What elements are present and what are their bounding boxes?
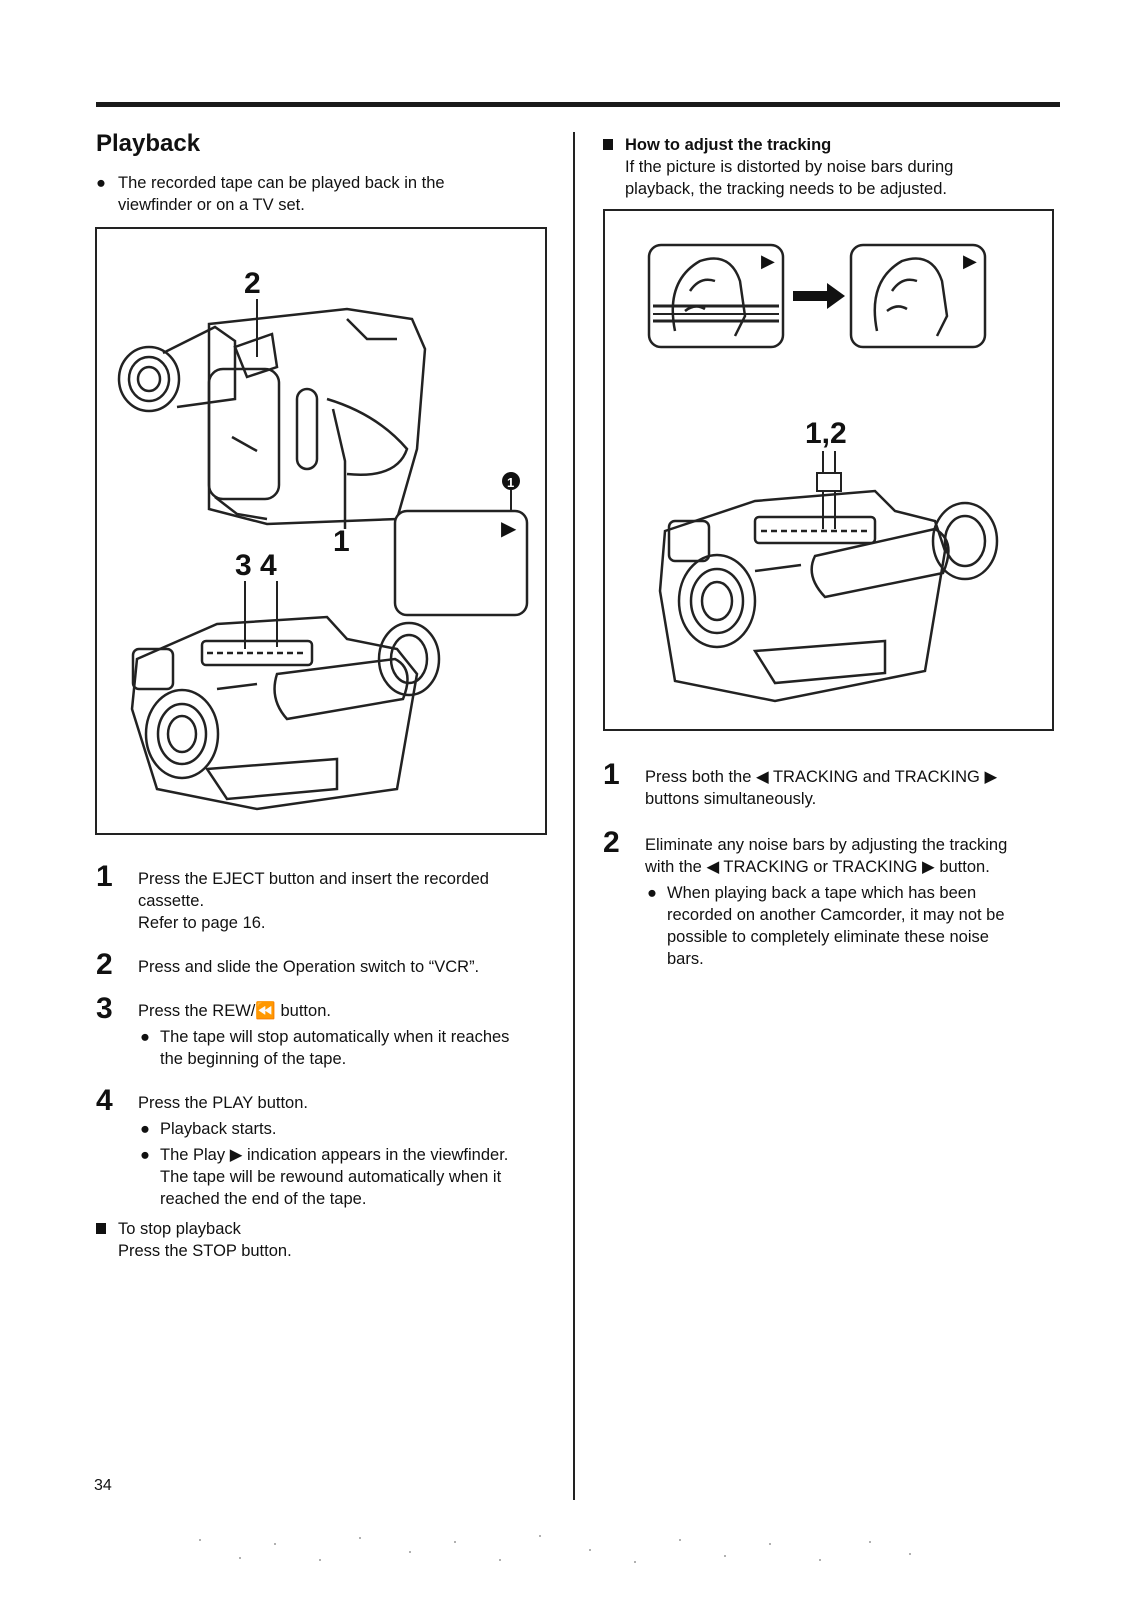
intro-line: viewfinder or on a TV set.	[118, 196, 305, 214]
screen-b-play-indicator: ▶	[963, 251, 977, 271]
step-body: Press the REW/⏪ button. ● The tape will …	[138, 1000, 558, 1070]
label-3-4: 3 4	[235, 549, 277, 582]
step-line: Eliminate any noise bars by adjusting th…	[645, 836, 1008, 854]
step-sub-bullet: ● Playback starts.	[138, 1118, 558, 1140]
square-bullet-icon	[96, 1223, 106, 1234]
sub-line: The Play ▶ indication appears in the vie…	[160, 1146, 509, 1164]
sub-line: The tape will stop automatically when it…	[160, 1028, 510, 1046]
page-title: Playback	[96, 130, 201, 157]
sub-line: the beginning of the tape.	[160, 1050, 347, 1068]
column-divider	[573, 132, 575, 1500]
step-line: Press the EJECT button and insert the re…	[138, 870, 489, 888]
step-number: 2	[96, 948, 113, 981]
tracking-intro-line: If the picture is distorted by noise bar…	[625, 158, 954, 176]
step-sub-bullet: ● The Play ▶ indication appears in the v…	[138, 1144, 558, 1210]
noisy-screen	[647, 243, 785, 349]
step-body: Press the EJECT button and insert the re…	[138, 868, 558, 934]
camcorder-drawing: 2 1 1 ▶ 3 4	[117, 267, 529, 811]
step-line: with the ◀ TRACKING or TRACKING ▶ button…	[645, 858, 990, 876]
viewfinder-screen	[393, 509, 529, 617]
label-1-2: 1,2	[805, 417, 847, 450]
sub-line: Playback starts.	[160, 1120, 277, 1138]
stop-heading: To stop playback	[118, 1220, 241, 1238]
clean-screen	[849, 243, 987, 349]
square-bullet-icon	[603, 139, 613, 150]
sub-line: reached the end of the tape.	[160, 1190, 367, 1208]
bullet-icon: ●	[140, 1120, 150, 1138]
step-line: Press the PLAY button.	[138, 1094, 308, 1112]
step-sub-bullet: ● When playing back a tape which has bee…	[645, 882, 1065, 970]
sub-line: recorded on another Camcorder, it may no…	[667, 906, 1005, 924]
step-line: Press the REW/⏪ button.	[138, 1002, 331, 1020]
step-body: Press the PLAY button. ● Playback starts…	[138, 1092, 558, 1210]
step-line: Press and slide the Operation switch to …	[138, 958, 480, 976]
camcorder-front-view	[130, 615, 441, 811]
playback-illustration: 2 1 1 ▶ 3 4	[95, 227, 547, 835]
scan-noise	[199, 1535, 911, 1563]
camcorder-side-view	[117, 307, 427, 529]
page-number: 34	[94, 1477, 112, 1494]
step-number: 3	[96, 992, 113, 1025]
step-number: 4	[96, 1084, 113, 1117]
sub-line: bars.	[667, 950, 704, 968]
label-2: 2	[244, 267, 261, 300]
step-number: 1	[603, 758, 620, 791]
sub-line: possible to completely eliminate these n…	[667, 928, 989, 946]
bullet-icon: ●	[647, 884, 657, 902]
step-body: Press and slide the Operation switch to …	[138, 956, 558, 978]
sub-line: When playing back a tape which has been	[667, 884, 977, 902]
tracking-section-header: How to adjust the tracking If the pictur…	[603, 134, 1053, 200]
step-number: 2	[603, 826, 620, 859]
step-line: buttons simultaneously.	[645, 790, 817, 808]
stop-playback-section: To stop playback Press the STOP button.	[96, 1218, 556, 1262]
tracking-intro-line: playback, the tracking needs to be adjus…	[625, 180, 947, 198]
viewfinder-play-indicator: ▶	[501, 518, 517, 540]
camcorder-tracking-view	[658, 489, 999, 703]
step-body: Eliminate any noise bars by adjusting th…	[645, 834, 1065, 970]
label-1: 1	[333, 525, 350, 558]
stop-text: Press the STOP button.	[118, 1242, 292, 1260]
sub-line: The tape will be rewound automatically w…	[160, 1168, 502, 1186]
step-line: Press both the ◀ TRACKING and TRACKING ▶	[645, 768, 998, 786]
top-rule	[96, 102, 1060, 107]
circle-marker: 1	[507, 475, 514, 490]
step-line: cassette.	[138, 892, 205, 910]
tracking-heading: How to adjust the tracking	[625, 136, 832, 154]
step-number: 1	[96, 860, 113, 893]
step-line: Refer to page 16.	[138, 914, 266, 932]
screen-a-play-indicator: ▶	[761, 251, 775, 271]
tracking-drawing: ▶ ▶ 1,2	[647, 243, 999, 703]
bullet-icon: ●	[96, 174, 106, 192]
intro-bullet: ● The recorded tape can be played back i…	[96, 172, 556, 216]
step-body: Press both the ◀ TRACKING and TRACKING ▶…	[645, 766, 1065, 810]
step-sub-bullet: ● The tape will stop automatically when …	[138, 1026, 558, 1070]
intro-line: The recorded tape can be played back in …	[118, 174, 445, 192]
bullet-icon: ●	[140, 1028, 150, 1046]
bullet-icon: ●	[140, 1146, 150, 1164]
arrow-right-icon	[793, 283, 845, 309]
tracking-illustration: ▶ ▶ 1,2	[603, 209, 1054, 731]
